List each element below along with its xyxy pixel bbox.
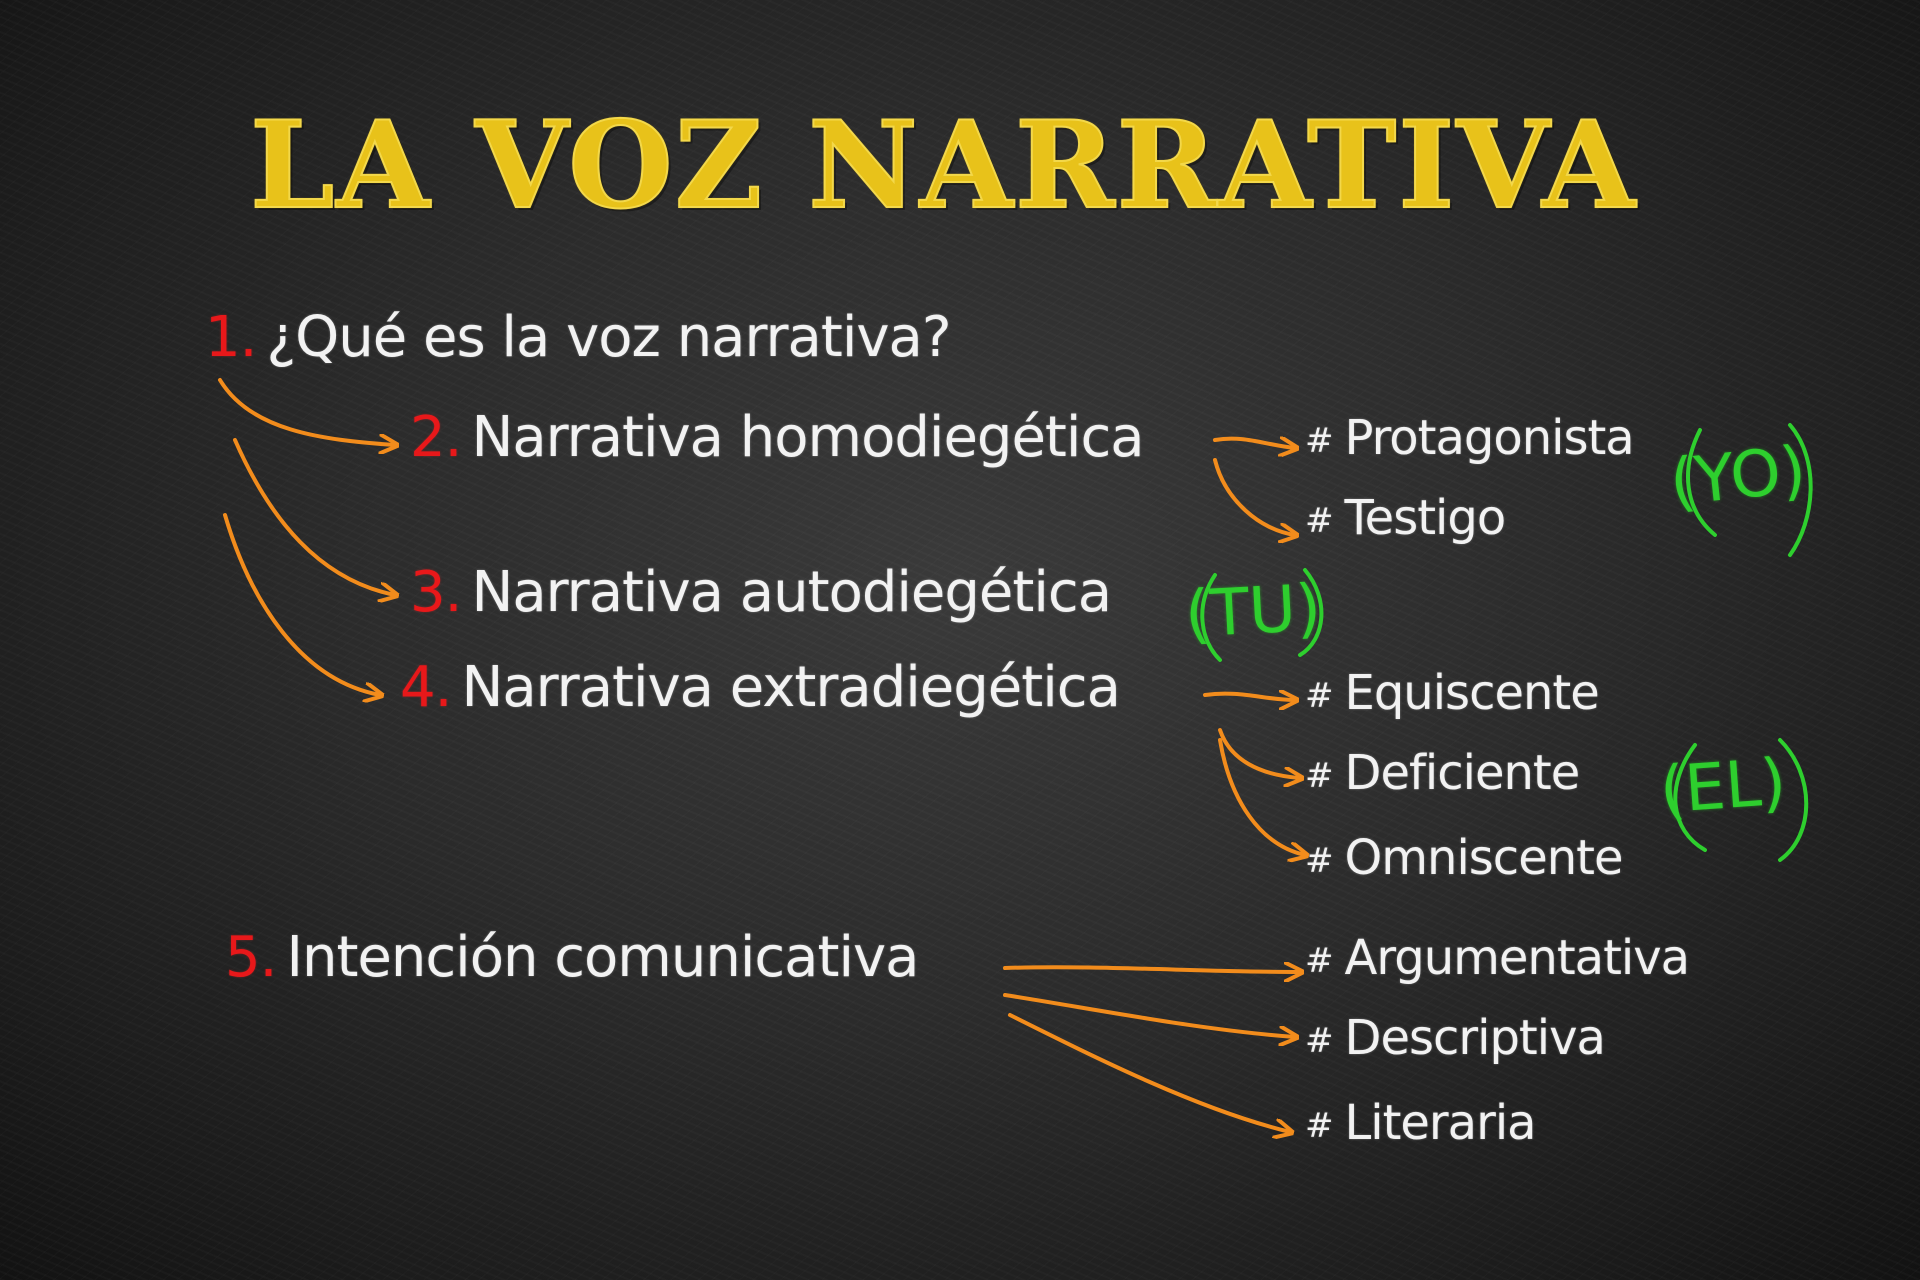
bullet-hash: #	[1305, 421, 1333, 461]
bullet-hash: #	[1305, 1106, 1333, 1146]
item-3-number: 3.	[410, 560, 462, 625]
item-4-number: 4.	[400, 655, 452, 720]
bracket-yo-left	[1686, 428, 1717, 537]
sub-equiscente: #Equiscente	[1305, 665, 1600, 721]
diagram-title: LA VOZ NARRATIVA	[249, 94, 1638, 237]
item-1-number: 1.	[205, 305, 257, 370]
sub-descriptiva: #Descriptiva	[1305, 1010, 1606, 1066]
sub-testigo: #Testigo	[1305, 490, 1506, 546]
bracket-el-left	[1673, 743, 1707, 852]
bullet-hash: #	[1305, 501, 1333, 541]
arrow-5-to-argumentativa	[1003, 967, 1300, 972]
arrow-2-to-protagonista	[1213, 439, 1295, 448]
item-1-text: ¿Qué es la voz narrativa?	[266, 305, 951, 370]
sub-literaria: #Literaria	[1305, 1095, 1537, 1151]
item-1: 1.¿Qué es la voz narrativa?	[205, 305, 952, 370]
arrow-1-to-2	[218, 378, 395, 445]
bracket-el-right	[1778, 738, 1809, 862]
item-2-text: Narrativa homodiegética	[471, 405, 1144, 470]
sub-protagonista: #Protagonista	[1305, 410, 1635, 466]
bracket-yo-right	[1788, 423, 1813, 557]
arrow-5-to-literaria	[1008, 1013, 1290, 1132]
bracket-tu-right	[1298, 568, 1324, 657]
bracket-tu-left	[1200, 573, 1222, 662]
item-5-text: Intención comunicativa	[286, 925, 919, 990]
sub-argumentativa: #Argumentativa	[1305, 930, 1690, 986]
arrow-1-to-4	[223, 513, 380, 695]
arrow-4-to-omniscente	[1218, 738, 1305, 855]
item-4-text: Narrativa extradiegética	[461, 655, 1120, 720]
item-3-text: Narrativa autodiegética	[471, 560, 1112, 625]
item-5: 5.Intención comunicativa	[225, 925, 919, 990]
bullet-hash: #	[1305, 676, 1333, 716]
arrow-5-to-descriptiva	[1003, 993, 1295, 1037]
arrow-2-to-testigo	[1213, 458, 1295, 535]
sub-deficiente: #Deficiente	[1305, 745, 1580, 801]
item-4: 4.Narrativa extradiegética	[400, 655, 1121, 720]
item-2: 2.Narrativa homodiegética	[410, 405, 1145, 470]
arrow-4-to-deficiente	[1218, 728, 1300, 778]
bullet-hash: #	[1305, 756, 1333, 796]
item-5-number: 5.	[225, 925, 277, 990]
item-3: 3.Narrativa autodiegética	[410, 560, 1112, 625]
bullet-hash: #	[1305, 941, 1333, 981]
arrow-1-to-3	[233, 438, 395, 595]
arrow-4-to-equiscente	[1203, 694, 1295, 700]
bullet-hash: #	[1305, 1021, 1333, 1061]
item-2-number: 2.	[410, 405, 462, 470]
